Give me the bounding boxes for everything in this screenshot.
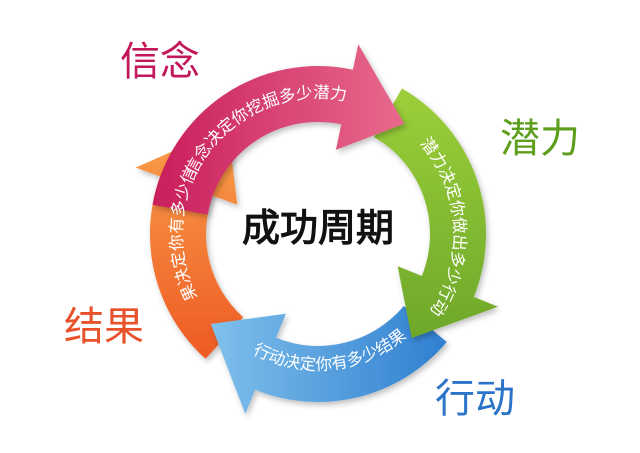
stage-label-action: 行动 <box>435 376 515 422</box>
center-title: 成功周期 <box>242 206 394 250</box>
arrow-segment-belief <box>152 44 405 215</box>
stage-label-belief: 信念 <box>120 39 200 85</box>
cycle-ring <box>135 44 498 414</box>
arrow-segment-action <box>210 306 447 414</box>
arrow-segment-potential <box>374 88 498 338</box>
stage-label-potential: 潜力 <box>500 116 580 162</box>
stage-label-result: 结果 <box>64 304 144 350</box>
